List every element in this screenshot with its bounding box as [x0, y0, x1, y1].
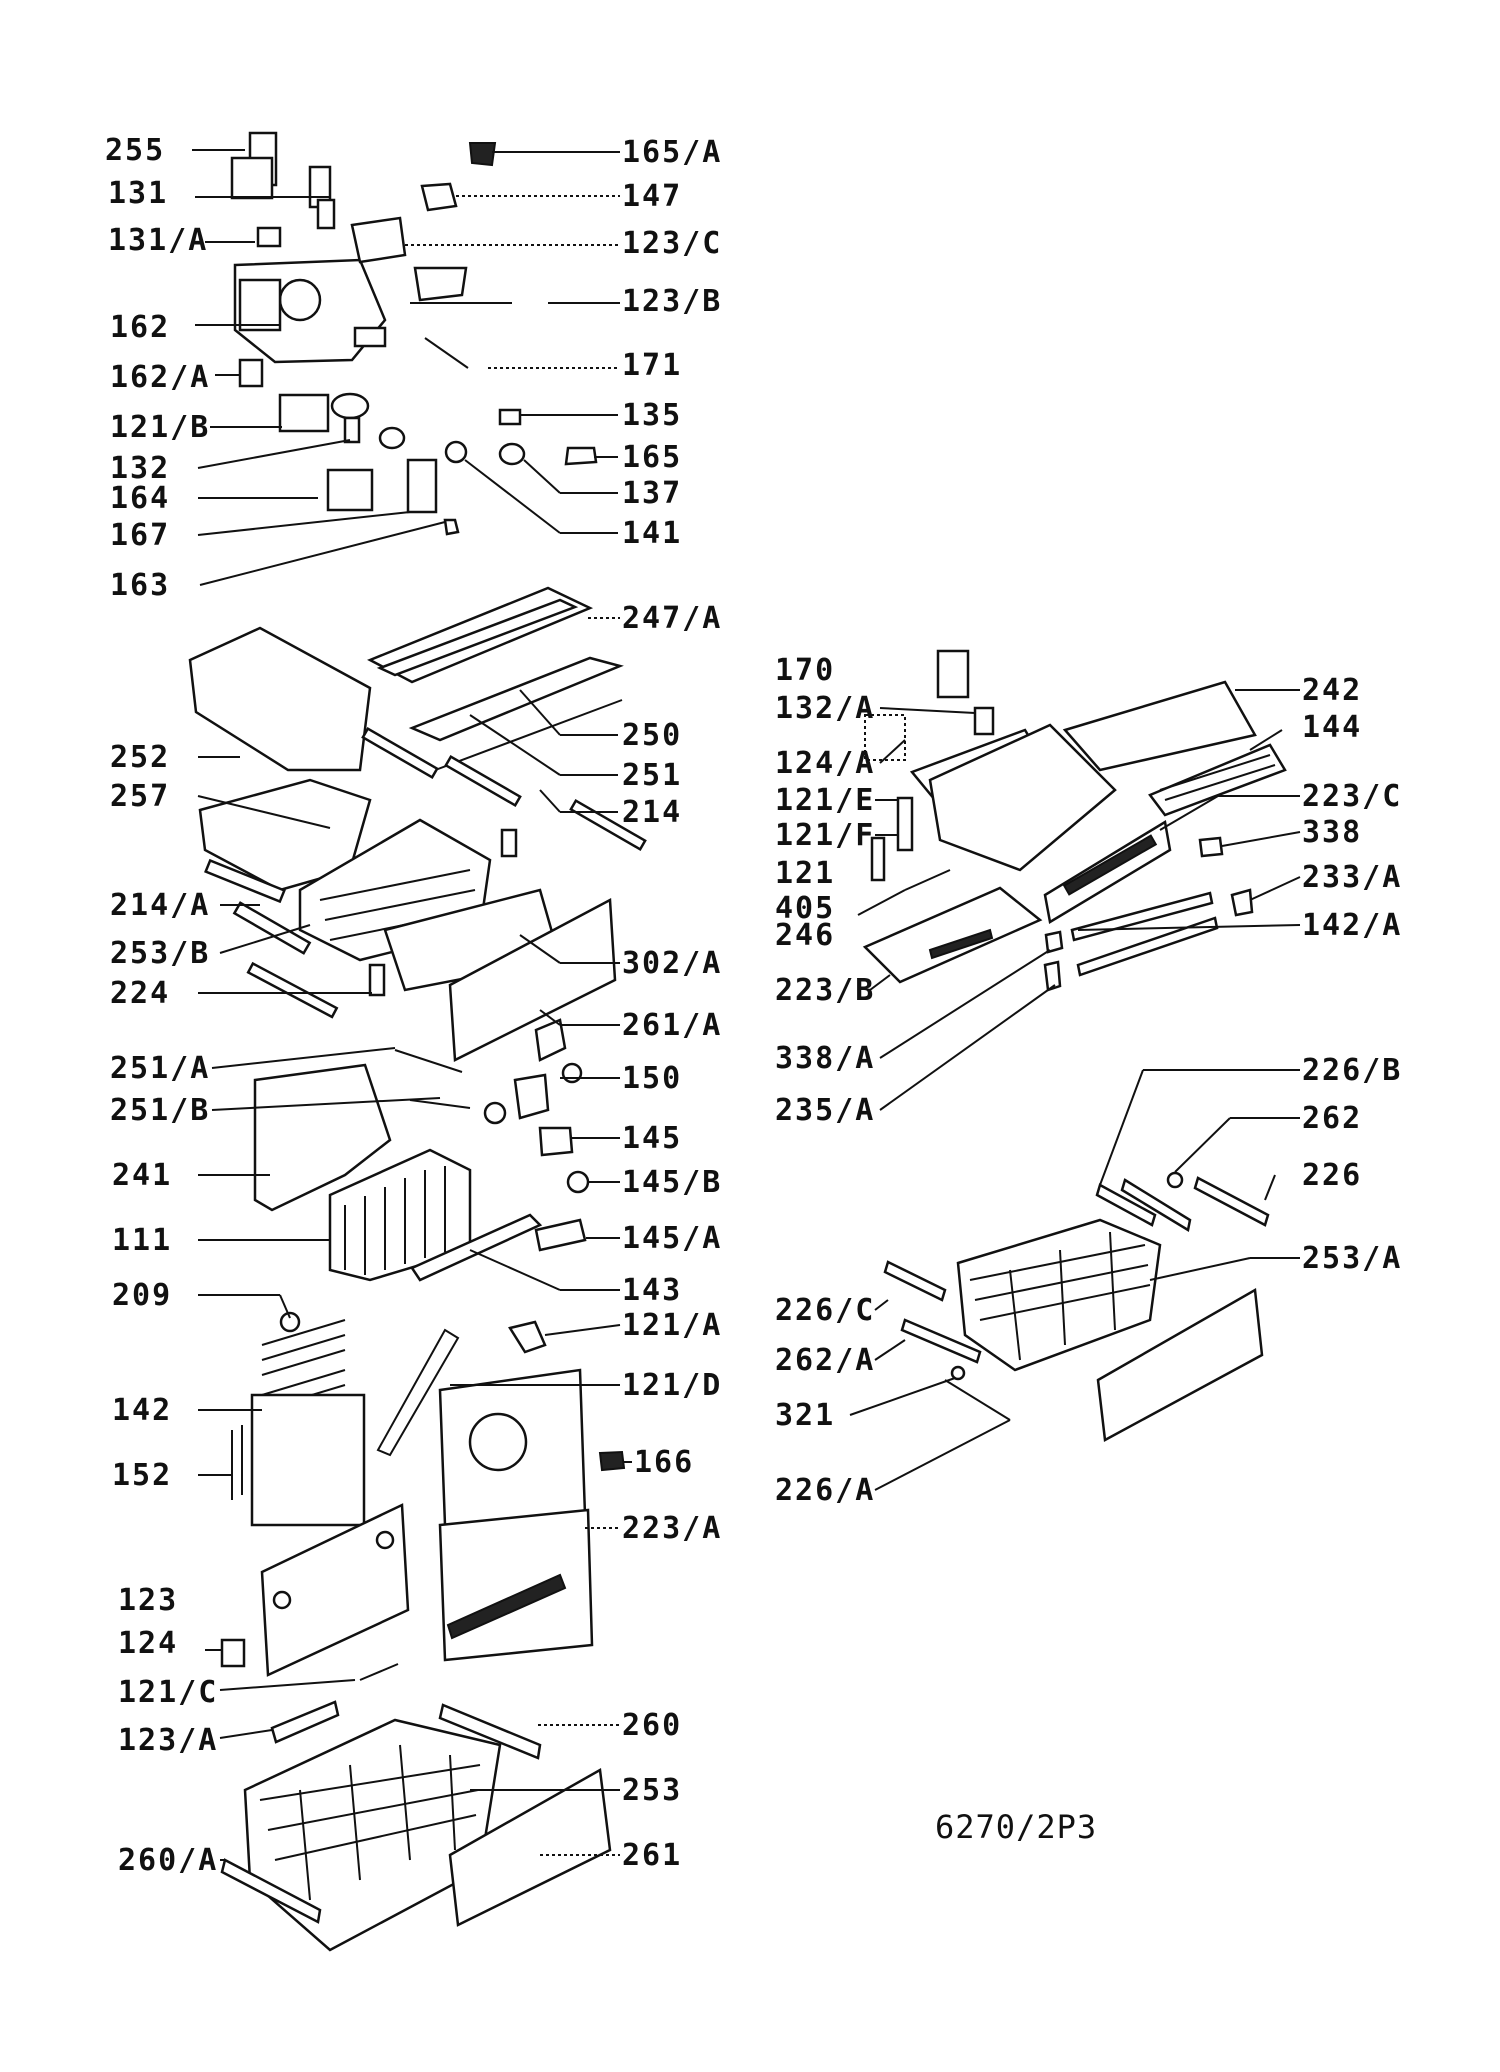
label-123-c: 123/C	[622, 226, 722, 261]
label-131-a: 131/A	[108, 223, 208, 258]
label-124-a: 124/A	[775, 746, 875, 781]
label-111: 111	[112, 1223, 172, 1258]
label-252: 252	[110, 740, 170, 775]
label-121-a: 121/A	[622, 1308, 722, 1343]
label-121-f: 121/F	[775, 818, 875, 853]
label-253-a: 253/A	[1302, 1241, 1402, 1276]
label-165: 165	[622, 440, 682, 475]
label-135: 135	[622, 398, 682, 433]
label-123-b: 123/B	[622, 284, 722, 319]
leader-lines	[192, 149, 1301, 1861]
label-170: 170	[775, 653, 835, 688]
label-338: 338	[1302, 815, 1362, 850]
label-321: 321	[775, 1398, 835, 1433]
label-152: 152	[112, 1458, 172, 1493]
label-171: 171	[622, 348, 682, 383]
label-121-c: 121/C	[118, 1675, 218, 1710]
label-247-a: 247/A	[622, 601, 722, 636]
label-253-b: 253/B	[110, 936, 210, 971]
label-162: 162	[110, 310, 170, 345]
label-241: 241	[112, 1158, 172, 1193]
label-251: 251	[622, 758, 682, 793]
label-121-e: 121/E	[775, 783, 875, 818]
label-246: 246	[775, 918, 835, 953]
label-132-a: 132/A	[775, 691, 875, 726]
label-142: 142	[112, 1393, 172, 1428]
part-drawings	[188, 131, 1287, 1952]
label-261: 261	[622, 1838, 682, 1873]
label-260: 260	[622, 1708, 682, 1743]
label-121-d: 121/D	[622, 1368, 722, 1403]
label-223-a: 223/A	[622, 1511, 722, 1546]
label-226-a: 226/A	[775, 1473, 875, 1508]
label-224: 224	[110, 976, 170, 1011]
label-251-b: 251/B	[110, 1093, 210, 1128]
label-145-a: 145/A	[622, 1221, 722, 1256]
label-123-a: 123/A	[118, 1723, 218, 1758]
label-242: 242	[1302, 673, 1362, 708]
label-142-a: 142/A	[1302, 908, 1402, 943]
label-137: 137	[622, 476, 682, 511]
label-165-a: 165/A	[622, 135, 722, 170]
label-166: 166	[634, 1445, 694, 1480]
label-405: 405	[775, 891, 835, 926]
label-141: 141	[622, 516, 682, 551]
label-124: 124	[118, 1626, 178, 1661]
part-labels: 255 131 131/A 162 162/A 121/B 132 164 16…	[105, 133, 1402, 1878]
label-250: 250	[622, 718, 682, 753]
label-121-b: 121/B	[110, 410, 210, 445]
label-147: 147	[622, 179, 682, 214]
label-261-a: 261/A	[622, 1008, 722, 1043]
label-145-b: 145/B	[622, 1165, 722, 1200]
label-163: 163	[110, 568, 170, 603]
drawing-code: 6270/2P3	[935, 1808, 1097, 1846]
label-302-a: 302/A	[622, 946, 722, 981]
label-253: 253	[622, 1773, 682, 1808]
label-131: 131	[108, 176, 168, 211]
label-209: 209	[112, 1278, 172, 1313]
label-123: 123	[118, 1583, 178, 1618]
label-226-c: 226/C	[775, 1293, 875, 1328]
label-260-a: 260/A	[118, 1843, 218, 1878]
label-262-a: 262/A	[775, 1343, 875, 1378]
label-262: 262	[1302, 1101, 1362, 1136]
label-143: 143	[622, 1273, 682, 1308]
label-233-a: 233/A	[1302, 860, 1402, 895]
label-132: 132	[110, 451, 170, 486]
label-226: 226	[1302, 1158, 1362, 1193]
label-255: 255	[105, 133, 165, 168]
label-164: 164	[110, 481, 170, 516]
label-214-a: 214/A	[110, 888, 210, 923]
label-167: 167	[110, 518, 170, 553]
label-235-a: 235/A	[775, 1093, 875, 1128]
label-223-c: 223/C	[1302, 779, 1402, 814]
label-150: 150	[622, 1061, 682, 1096]
label-226-b: 226/B	[1302, 1053, 1402, 1088]
label-257: 257	[110, 779, 170, 814]
label-121: 121	[775, 856, 835, 891]
label-162-a: 162/A	[110, 360, 210, 395]
label-144: 144	[1302, 710, 1362, 745]
label-338-a: 338/A	[775, 1041, 875, 1076]
label-214: 214	[622, 795, 682, 830]
label-223-b: 223/B	[775, 973, 875, 1008]
label-145: 145	[622, 1121, 682, 1156]
label-251-a: 251/A	[110, 1051, 210, 1086]
